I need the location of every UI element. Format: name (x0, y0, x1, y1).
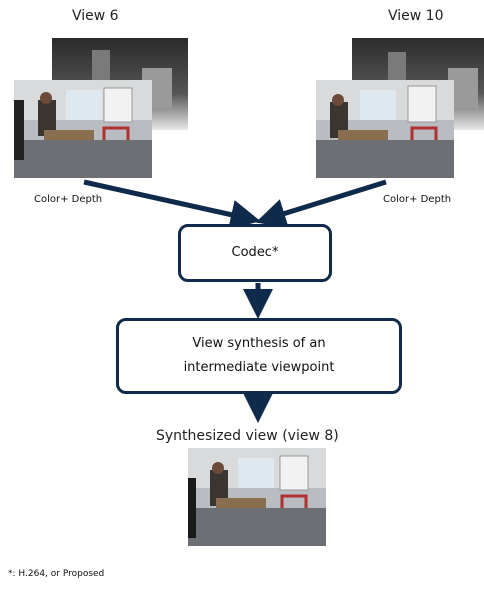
view-10-color-image (316, 80, 454, 178)
footnote: *: H.264, or Proposed (8, 569, 105, 579)
view-6-color-image (14, 80, 152, 178)
arrow-view6-to-codec (83, 179, 261, 230)
codec-box: Codec* (178, 224, 332, 282)
view-6-title: View 6 (72, 8, 119, 24)
synthesis-line-1: View synthesis of an (192, 336, 326, 351)
synthesis-line-2: intermediate viewpoint (183, 360, 335, 375)
synthesized-view-image (188, 448, 326, 546)
view-10-title: View 10 (388, 8, 444, 24)
codec-label: Codec* (231, 245, 279, 260)
arrow-view10-to-codec (255, 179, 387, 228)
view-10-caption: Color+ Depth (383, 194, 452, 205)
view-synthesis-box: View synthesis of an intermediate viewpo… (116, 318, 402, 394)
synthesized-view-title: Synthesized view (view 8) (156, 428, 339, 444)
view-6-caption: Color+ Depth (34, 194, 103, 205)
